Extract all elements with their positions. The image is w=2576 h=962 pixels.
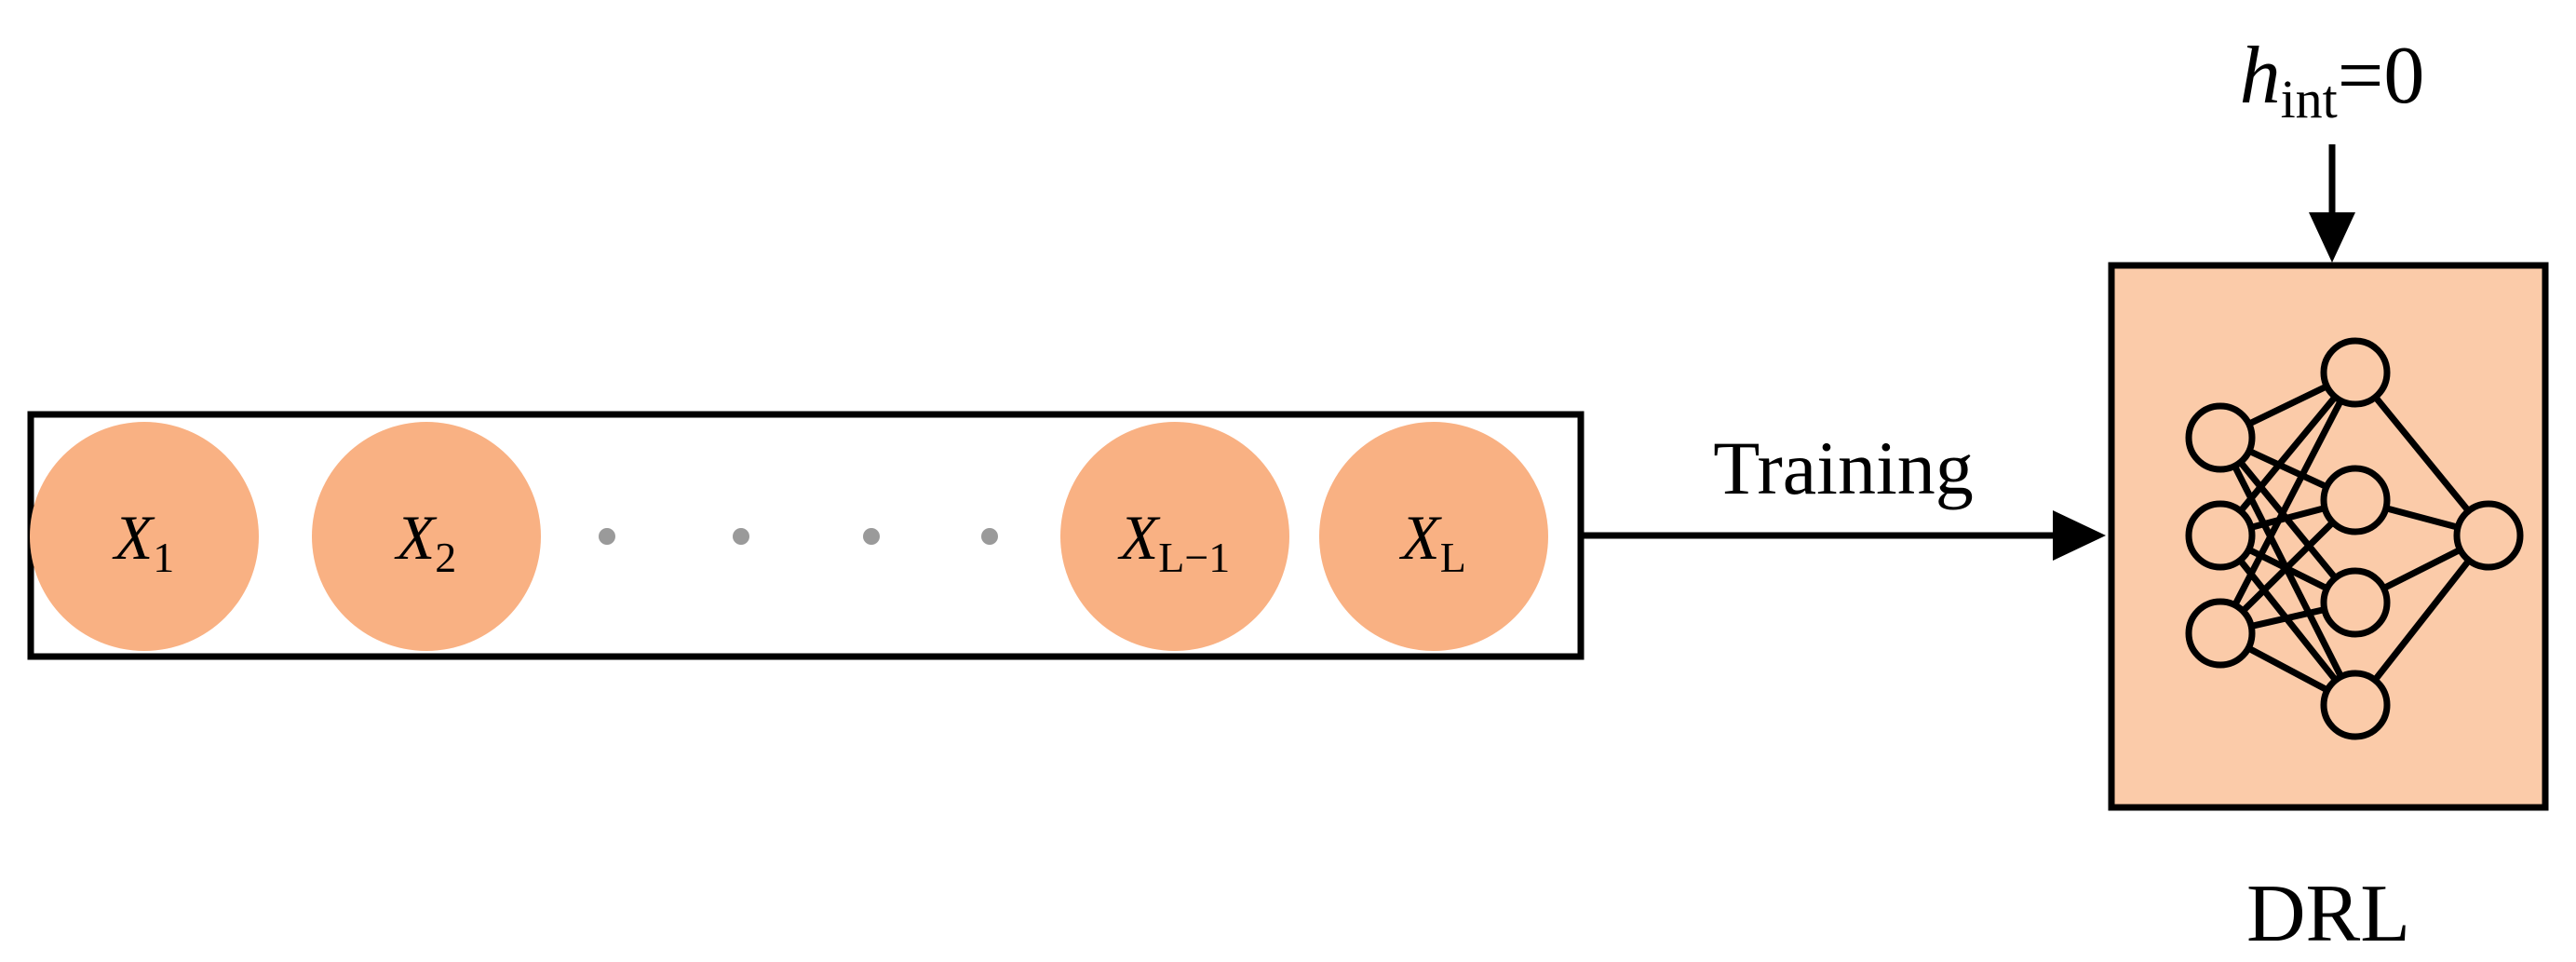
nn-node (2320, 670, 2391, 740)
hint-var: h (2240, 31, 2281, 121)
nn-output-layer (2453, 500, 2524, 571)
ellipsis-dot (863, 528, 880, 545)
sequence-item-var: X (112, 502, 155, 573)
sequence-item-x-l-minus-1: XL−1 (1060, 422, 1289, 651)
sequence-item-var: X (394, 502, 438, 573)
sequence-item-circle (1319, 422, 1548, 651)
training-arrow: Training (1581, 426, 2106, 561)
nn-node (2320, 567, 2391, 638)
svg-text:XL−1: XL−1 (1117, 502, 1231, 581)
sequence-item-circle (1060, 422, 1289, 651)
nn-node (2320, 465, 2391, 535)
hint-value: =0 (2338, 31, 2425, 121)
nn-node (2185, 598, 2256, 669)
svg-text:X1: X1 (112, 502, 175, 581)
nn-input-layer (2185, 402, 2256, 669)
sequence-item-sub: L (1440, 534, 1466, 581)
nn-node (2453, 500, 2524, 571)
training-arrow-head (2053, 510, 2106, 561)
ellipsis-dot (981, 528, 998, 545)
hint-label: hint=0 (2240, 31, 2425, 129)
svg-text:XL: XL (1398, 502, 1466, 581)
sequence-item-var: X (1117, 502, 1161, 573)
neural-network-icon (2185, 337, 2524, 740)
sequence-item-sub: 1 (153, 534, 174, 581)
ellipsis-dot (733, 528, 749, 545)
drl-label: DRL (2246, 869, 2410, 959)
sequence-item-x2: X2 (312, 422, 541, 651)
sequence-item-circle (30, 422, 259, 651)
svg-text:X2: X2 (394, 502, 457, 581)
sequence-item-var: X (1398, 502, 1442, 573)
ellipsis-dot (599, 528, 615, 545)
nn-node (2185, 500, 2256, 571)
ellipsis-dots (599, 528, 998, 545)
sequence-item-sub: L−1 (1158, 534, 1230, 581)
sequence-item-x1: X1 (30, 422, 259, 651)
sequence-item-circle (312, 422, 541, 651)
nn-node (2320, 337, 2391, 408)
nn-node (2185, 402, 2256, 473)
sequence-item-sub: 2 (435, 534, 456, 581)
input-arrow (2309, 144, 2355, 263)
sequence-item-x-l: XL (1319, 422, 1548, 651)
hint-sub: int (2281, 69, 2338, 129)
training-label: Training (1713, 426, 1973, 510)
nn-hidden-layer (2320, 337, 2391, 740)
input-arrow-head (2309, 212, 2355, 263)
